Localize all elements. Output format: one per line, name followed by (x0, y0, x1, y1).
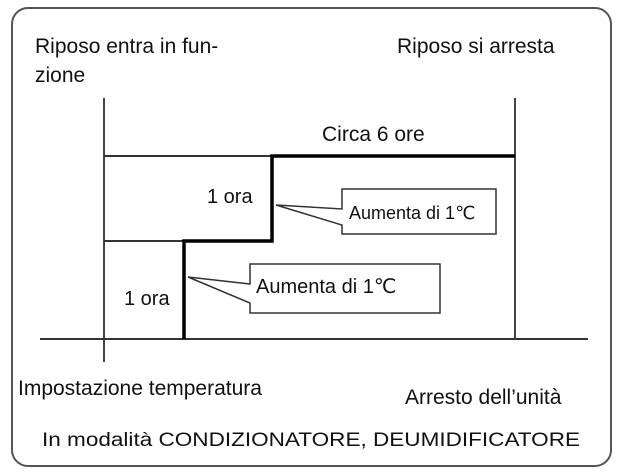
callout-lower (187, 263, 441, 314)
increase-upper-label: Aumenta di 1℃ (349, 203, 475, 223)
mode-note-label: In modalità CONDIZIONATORE, DEUMIDIFICAT… (42, 430, 580, 451)
temp-setting-label: Impostazione temperatura (18, 377, 262, 400)
temperature-step-curve (182, 154, 515, 339)
sleep-stop-label: Riposo si arresta (397, 35, 555, 58)
one-hour-upper-label: 1 ora (207, 186, 253, 208)
one-hour-lower-label: 1 ora (124, 288, 170, 310)
diagram-frame (11, 7, 612, 467)
callout-upper (275, 188, 497, 235)
unit-stop-label: Arresto dell’unità (405, 386, 562, 409)
sleep-start-label-line2: zione (35, 64, 85, 87)
increase-lower-label: Aumenta di 1℃ (256, 276, 396, 298)
sleep-start-label-line1: Riposo entra in fun- (35, 35, 218, 58)
about-hours-label: Circa 6 ore (322, 123, 425, 146)
